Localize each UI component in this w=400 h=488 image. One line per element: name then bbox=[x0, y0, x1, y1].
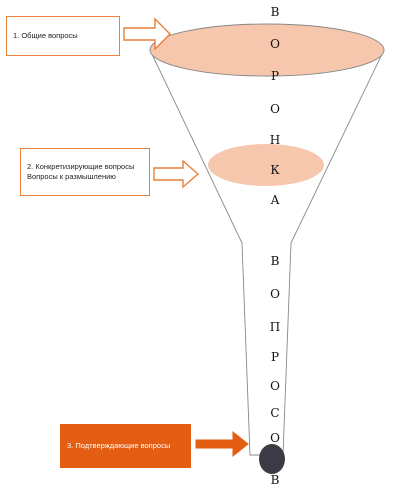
vertical-letter: С bbox=[270, 406, 280, 420]
arrow-step-1 bbox=[123, 17, 171, 51]
vertical-letter: Р bbox=[270, 350, 280, 364]
arrow-step-3 bbox=[195, 430, 249, 458]
funnel-drop bbox=[259, 444, 285, 474]
vertical-letter: О bbox=[270, 431, 280, 445]
vertical-letter: К bbox=[270, 163, 280, 177]
step-box-general-questions: 1. Общие вопросы bbox=[6, 16, 120, 56]
vertical-letter: В bbox=[270, 254, 280, 268]
vertical-letter: Н bbox=[269, 133, 281, 147]
vertical-letter: А bbox=[270, 193, 280, 207]
vertical-letter: О bbox=[270, 37, 280, 51]
vertical-letter: О bbox=[270, 102, 280, 116]
vertical-letter: В bbox=[270, 473, 280, 487]
step-box-confirming-questions: 3. Подтверждающие вопросы bbox=[60, 424, 191, 468]
vertical-letter: Р bbox=[270, 69, 280, 83]
funnel-top-rim bbox=[149, 23, 385, 77]
step-1-text: 1. Общие вопросы bbox=[13, 31, 78, 40]
vertical-letter: О bbox=[270, 379, 280, 393]
step-box-clarifying-questions: 2. Конкретизирующие вопросы Вопросы к ра… bbox=[20, 148, 150, 196]
vertical-letter: В bbox=[270, 5, 280, 19]
step-2-text-line-1: 2. Конкретизирующие вопросы bbox=[27, 162, 135, 171]
vertical-letter: О bbox=[270, 287, 280, 301]
arrow-step-2 bbox=[153, 159, 200, 189]
step-3-text: 3. Подтверждающие вопросы bbox=[67, 441, 171, 450]
step-2-text-line-2: Вопросы к размышлению bbox=[27, 172, 116, 181]
funnel-middle-layer bbox=[208, 144, 324, 186]
vertical-letter: П bbox=[269, 320, 281, 334]
